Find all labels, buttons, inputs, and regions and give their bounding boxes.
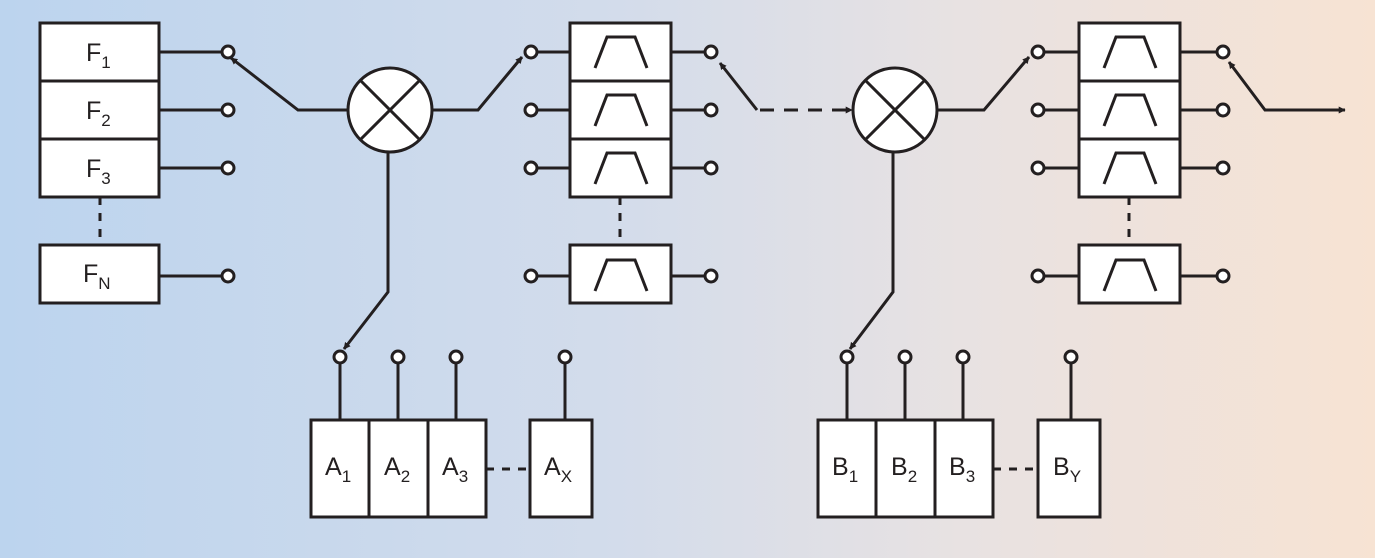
lo-label-ax: AX [544, 453, 572, 486]
switch-terminal-icon [1215, 102, 1231, 118]
bandpass-filter-icon [593, 258, 649, 292]
switch-terminal-icon [1215, 44, 1231, 60]
switch-terminal-icon [523, 102, 539, 118]
source-label-f1: F1 [86, 39, 111, 72]
bandpass-filter-icon [1102, 258, 1158, 292]
switch-terminal-icon [703, 160, 719, 176]
switch-terminal-icon [839, 349, 855, 365]
source-bank-f [38, 21, 236, 305]
switch-terminal-icon [703, 102, 719, 118]
filter-bank-1 [523, 21, 719, 305]
switch-terminal-icon [220, 268, 236, 284]
switch-terminal-icon [390, 349, 406, 365]
source-label-fn: FN [83, 260, 111, 293]
switch-terminal-icon [523, 160, 539, 176]
bandpass-filter-icon [593, 93, 649, 127]
lo-bank-b [816, 349, 1102, 519]
switch-terminal-icon [523, 268, 539, 284]
switch-terminal-icon [332, 349, 348, 365]
bandpass-filter-icon [1102, 93, 1158, 127]
switch-terminal-icon [1063, 349, 1079, 365]
mixer-1-icon [346, 66, 434, 154]
lo-label-a3: A3 [442, 453, 468, 486]
bandpass-filter-icon [593, 35, 649, 69]
source-label-f2: F2 [86, 97, 111, 130]
bandpass-filter-icon [593, 151, 649, 185]
bandpass-filter-icon [1102, 151, 1158, 185]
filter-bank-2 [1030, 21, 1231, 305]
selector-switch-a [342, 152, 390, 350]
lo-label-b1: B1 [832, 453, 858, 486]
switch-terminal-icon [1030, 268, 1046, 284]
switch-terminal-icon [703, 268, 719, 284]
selector-switch-1 [230, 56, 347, 112]
switch-terminal-icon [448, 349, 464, 365]
lo-bank-a [309, 349, 594, 519]
lo-label-b2: B2 [891, 453, 917, 486]
switch-terminal-icon [220, 160, 236, 176]
lo-label-a2: A2 [384, 453, 410, 486]
switch-terminal-icon [557, 349, 573, 365]
switch-terminal-icon [523, 44, 539, 60]
lo-label-a1: A1 [325, 453, 351, 486]
lo-label-b3: B3 [949, 453, 975, 486]
lo-label-by: BY [1053, 453, 1081, 486]
switch-terminal-icon [220, 44, 236, 60]
mixer-2-icon [851, 66, 939, 154]
bandpass-filter-icon [1102, 35, 1158, 69]
switch-terminal-icon [220, 102, 236, 118]
selector-switch-b [848, 152, 895, 350]
switch-terminal-icon [1030, 44, 1046, 60]
selector-switch-2 [432, 56, 524, 112]
source-label-f3: F3 [86, 155, 111, 188]
selector-switch-3 [718, 62, 759, 111]
switch-terminal-icon [955, 349, 971, 365]
switch-terminal-icon [1030, 160, 1046, 176]
switch-terminal-icon [1215, 268, 1231, 284]
switch-terminal-icon [1215, 160, 1231, 176]
switch-terminal-icon [703, 44, 719, 60]
selector-switch-4 [937, 56, 1031, 112]
switch-terminal-icon [897, 349, 913, 365]
switch-terminal-icon [1030, 102, 1046, 118]
output-switch [1227, 61, 1346, 114]
